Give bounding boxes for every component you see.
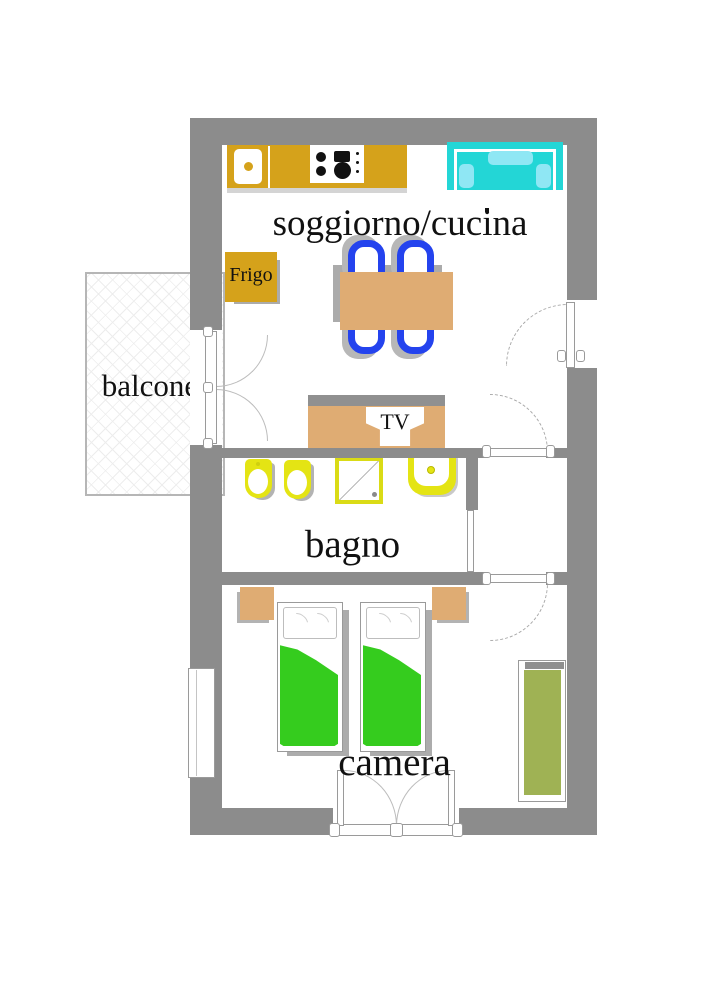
- corridor-door-hinge-right: [546, 445, 555, 458]
- balcony-label: balcone: [101, 368, 199, 403]
- balcony-door-swing-arc-top: [216, 335, 268, 387]
- entrance-door-hinge-right: [576, 350, 585, 362]
- tv-cabinet-back: [308, 395, 445, 406]
- fridge-label: Frigo: [229, 264, 273, 286]
- bidet-tap: [256, 462, 260, 466]
- sofa-frame: [454, 149, 556, 190]
- stove-burner-small-2: [316, 166, 326, 176]
- switch-dot: [485, 208, 489, 212]
- bedroom-window-line: [196, 670, 197, 776]
- sofa-armrest-right: [536, 164, 551, 188]
- shower-drain: [372, 492, 377, 497]
- bedroom-door-leaf: [489, 574, 548, 583]
- bidet-bowl: [248, 469, 268, 494]
- kitchen-sink-drain: [244, 162, 253, 171]
- bathroom-label: bagno: [304, 523, 401, 566]
- tv-label: TV: [380, 409, 410, 434]
- sofa-armrest-left: [459, 164, 474, 188]
- stove-burner-rect: [334, 151, 350, 162]
- bedroom-door-hinge-left: [482, 572, 491, 585]
- bedroom-door-swing-arc: [490, 583, 548, 641]
- balcony-door-swing-arc-bottom: [216, 389, 268, 441]
- bedroom-label: camera: [338, 741, 451, 784]
- wall-top: [190, 118, 597, 145]
- nightstand-right: [432, 587, 466, 620]
- stove-burner-large: [334, 162, 351, 179]
- balcony-door-hinge-middle: [203, 382, 213, 393]
- dining-table: [340, 272, 453, 330]
- corridor-door-swing-arc: [490, 394, 548, 452]
- living-kitchen-label: soggiorno/cucina: [272, 203, 528, 244]
- bedroom-door-hinge-right: [546, 572, 555, 585]
- bathroom-sliding-door: [467, 510, 474, 572]
- wall-bath-bedroom-divider: [222, 572, 567, 585]
- corridor-door-hinge-left: [482, 445, 491, 458]
- wall-living-bath-divider: [222, 448, 567, 458]
- counter-divider-line: [268, 146, 270, 188]
- wardrobe-body: [524, 670, 561, 795]
- sofa-back-cushion: [488, 151, 533, 165]
- wall-right: [567, 118, 597, 835]
- fridge: [225, 252, 277, 302]
- stove-burner-small-1: [316, 152, 326, 162]
- wall-bathroom-right: [466, 448, 478, 510]
- stove-knob-3: [356, 170, 359, 173]
- shower: [335, 457, 383, 504]
- french-door-leaf-left: [337, 770, 344, 826]
- french-door-hinge-left: [329, 823, 340, 837]
- stove-knob-1: [356, 152, 359, 155]
- entrance-door-leaf: [566, 302, 575, 368]
- nightstand-left: [240, 587, 274, 620]
- stove-knob-2: [356, 161, 359, 164]
- wardrobe-top-shadow: [525, 662, 564, 669]
- entrance-door-hinge-left: [557, 350, 566, 362]
- french-door-center-block: [390, 823, 403, 837]
- kitchen-counter-edge: [227, 188, 407, 193]
- bedroom-window: [188, 668, 215, 778]
- toilet-bowl: [287, 470, 307, 495]
- pillow-right: [366, 607, 420, 639]
- balcony-door-hinge-top: [203, 326, 213, 337]
- corridor-door-leaf: [489, 448, 548, 457]
- balcony-door-hinge-bottom: [203, 438, 213, 449]
- french-door-hinge-right: [452, 823, 463, 837]
- pillow-left: [283, 607, 337, 639]
- french-door-leaf-right: [448, 770, 455, 826]
- bathroom-sink-drain: [427, 466, 435, 474]
